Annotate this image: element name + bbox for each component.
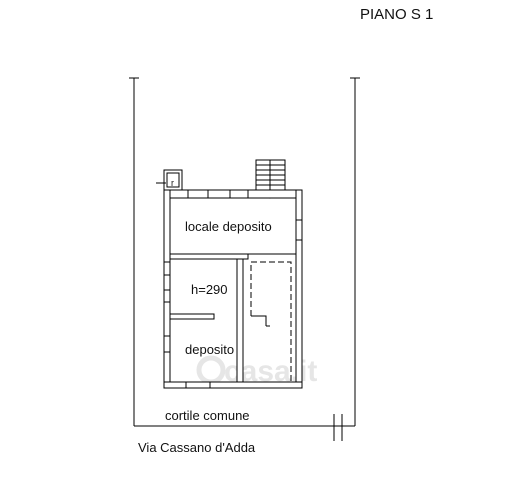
property-boundary — [129, 77, 360, 441]
staircase — [255, 159, 286, 199]
floor-title: PIANO S 1 — [360, 6, 433, 23]
room-label-deposit: deposito — [185, 342, 234, 357]
shaft-r: r — [156, 169, 183, 191]
courtyard-label: cortile comune — [165, 408, 250, 423]
watermark-logo-icon — [196, 355, 226, 385]
height-annotation: h=290 — [191, 282, 228, 297]
building-walls — [163, 189, 303, 389]
dashed-outline — [250, 261, 292, 382]
shaft-label: r — [171, 178, 174, 188]
room-label-storage: locale deposito — [185, 219, 272, 234]
street-label: Via Cassano d'Adda — [138, 440, 256, 455]
